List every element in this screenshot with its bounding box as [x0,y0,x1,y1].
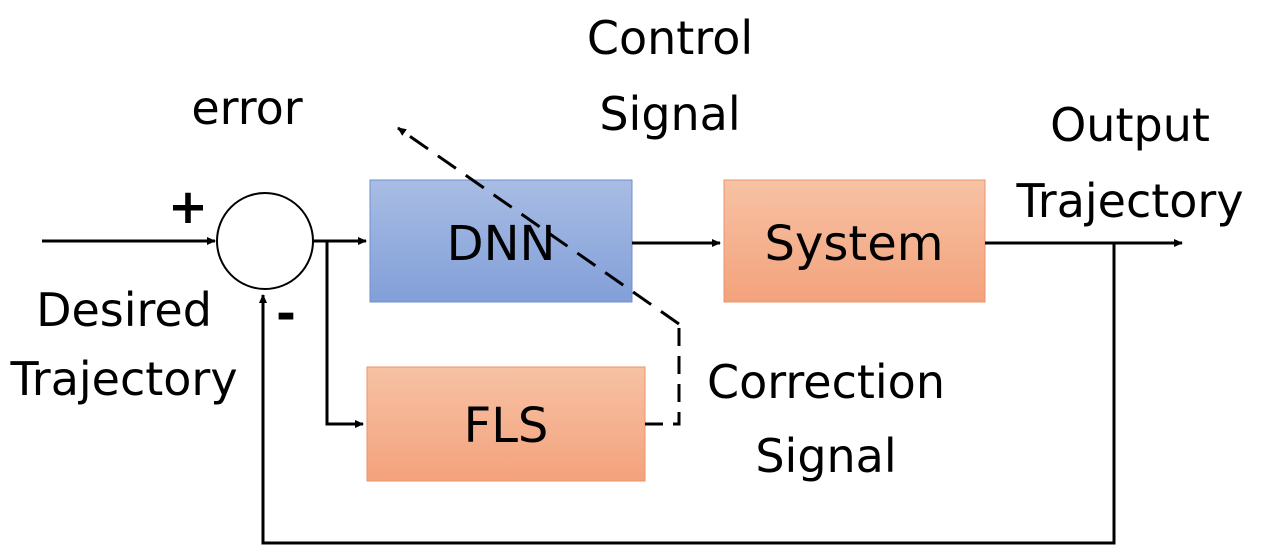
feedback-arrow [259,243,1116,545]
minus-sign: - [276,286,296,342]
correction-signal-label-line2: Signal [755,429,896,483]
summing-junction [216,192,314,290]
system-block [723,179,986,303]
error-to-fls-arrow [325,241,364,428]
correction-signal-label-line1: Correction [707,355,945,409]
plus-sign: + [168,179,208,235]
control-signal-label-line1: Control [587,11,753,65]
control-signal-label-line2: Signal [599,87,740,141]
correction-dashed-arrow [397,126,680,326]
dnn-label: DNN [447,216,556,272]
desired-trajectory-label-line1: Desired [36,283,212,337]
output-trajectory-label-line2: Trajectory [1015,174,1243,228]
output-trajectory-label-line1: Output [1050,98,1210,152]
desired-trajectory-label-line2: Trajectory [9,352,237,406]
correction-signal-path [645,324,681,426]
fls-block [366,366,646,482]
error-label: error [191,81,302,135]
system-label: System [765,216,944,272]
fls-label: FLS [464,398,549,454]
